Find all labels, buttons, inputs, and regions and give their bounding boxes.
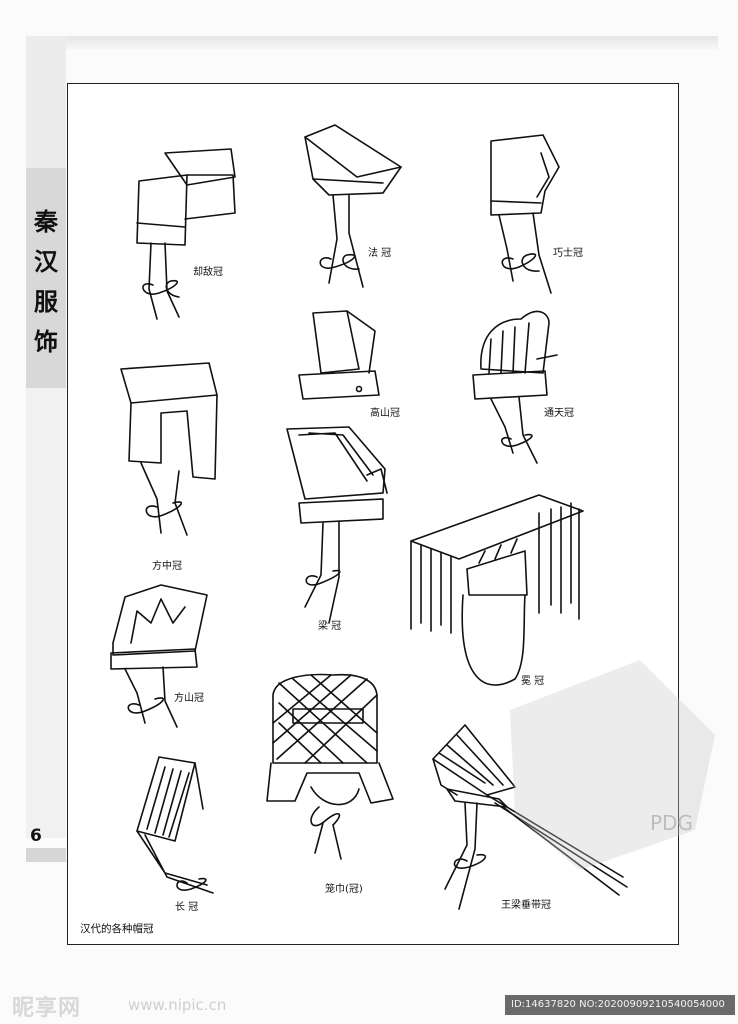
liang-hat-drawing [286, 426, 388, 624]
side-tab-char: 秦 [34, 207, 58, 236]
mian-hat-drawing [410, 494, 584, 686]
pdg-watermark: PDG [510, 660, 715, 870]
side-tab-char: 汉 [34, 247, 58, 276]
site-logo: 昵享网 [12, 996, 82, 1021]
side-tab-char: 服 [34, 287, 58, 316]
label-liang: 梁 冠 [318, 621, 342, 632]
label-fa: 法 冠 [368, 248, 392, 259]
wangliang-hat-drawing [432, 724, 628, 910]
longjin-hat-drawing [266, 673, 394, 860]
label-tongtian: 通天冠 [544, 408, 574, 419]
label-fangzhong: 方中冠 [152, 561, 182, 572]
figure-caption: 汉代的各种帽冠 [80, 923, 154, 935]
chang-hat-drawing [136, 756, 214, 894]
queti-hat-drawing [136, 148, 236, 320]
watermark-text: PDG [650, 811, 693, 835]
label-longjin: 笼巾(冠) [325, 884, 363, 895]
fangshan-hat-drawing [110, 584, 208, 728]
gaoshan-hat-drawing [298, 310, 380, 400]
site-url: www.nipic.cn [128, 996, 227, 1014]
side-tab-top [26, 36, 66, 168]
image-id-bar: ID:14637820 NO:20200909210540054000 [505, 995, 735, 1015]
label-queti: 却敌冠 [193, 267, 223, 278]
fa-hat-drawing [304, 124, 402, 288]
scan-shadow [28, 36, 718, 50]
label-gaoshan: 高山冠 [370, 408, 400, 419]
chapter-side-tab: 秦 汉 服 饰 [26, 168, 66, 388]
page-number-bar [26, 848, 66, 862]
qiaoshi-hat-drawing [490, 134, 560, 294]
page-number: 6 [30, 826, 42, 846]
tongtian-hat-drawing [472, 310, 558, 464]
label-chang: 长 冠 [175, 902, 199, 913]
side-tab-char: 饰 [34, 327, 58, 356]
label-wangliang: 王梁垂带冠 [501, 900, 551, 911]
label-mian: 冕 冠 [521, 676, 545, 687]
hats-illustration [110, 124, 628, 910]
label-qiaoshi: 巧士冠 [553, 248, 583, 259]
side-tab-bottom [26, 388, 66, 838]
label-fangshan: 方山冠 [174, 693, 204, 704]
fangzhong-hat-drawing [120, 362, 218, 536]
